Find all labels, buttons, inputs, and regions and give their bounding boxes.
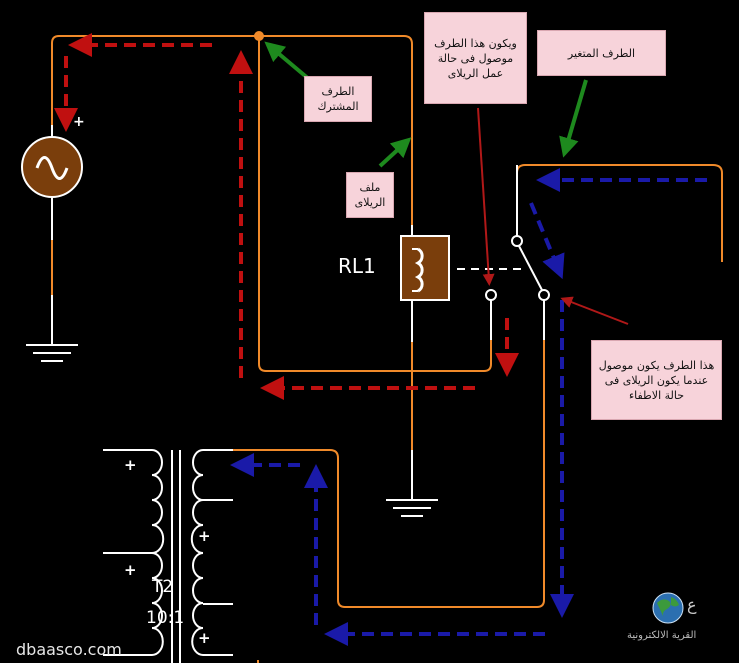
wire-common-to-coil [259,35,413,238]
transformer-plus-3: + [124,561,137,579]
globe-logo-icon: ع [652,592,697,624]
callout-active-terminal: ويكون هذا الطرف موصول فى حالة عمل الريلا… [424,12,527,104]
red-pointer-arrows [477,107,629,325]
callout-common-terminal: الطرف المشترك [304,76,372,122]
wire-common-down [258,36,492,372]
ground-icon [386,450,438,517]
transformer-plus-4: + [198,629,211,647]
red-current-path [54,33,519,400]
callout-relay-coil: ملف الريلاى [346,172,394,218]
relay-switch [485,165,550,340]
svg-text:ع: ع [687,595,697,615]
callout-off-terminal: هذا الطرف يكون موصول عندما يكون الريلاى … [591,340,722,420]
wire-nc-down [233,300,545,608]
callout-variable-terminal: الطرف المتغير [537,30,666,76]
transformer-plus-1: + [124,456,137,474]
ground-icon [26,295,78,362]
transformer-name: T2 [151,577,173,597]
logo-caption: القرية الالكترونية [627,630,697,641]
relay-coil-icon [400,235,450,301]
common-node-dot [254,31,264,41]
sine-wave-icon [21,125,83,240]
transformer-ratio: 10:1 [146,608,184,628]
transformer-plus-2: + [198,527,211,545]
wire-source-top [51,35,259,145]
transformer-icon [103,449,233,663]
green-pointer-arrows [264,41,588,168]
relay-name-label: RL1 [338,254,376,278]
watermark-text: dbaasco.com [16,640,122,659]
blue-current-path [230,168,707,646]
source-plus-sign: + [73,114,85,130]
